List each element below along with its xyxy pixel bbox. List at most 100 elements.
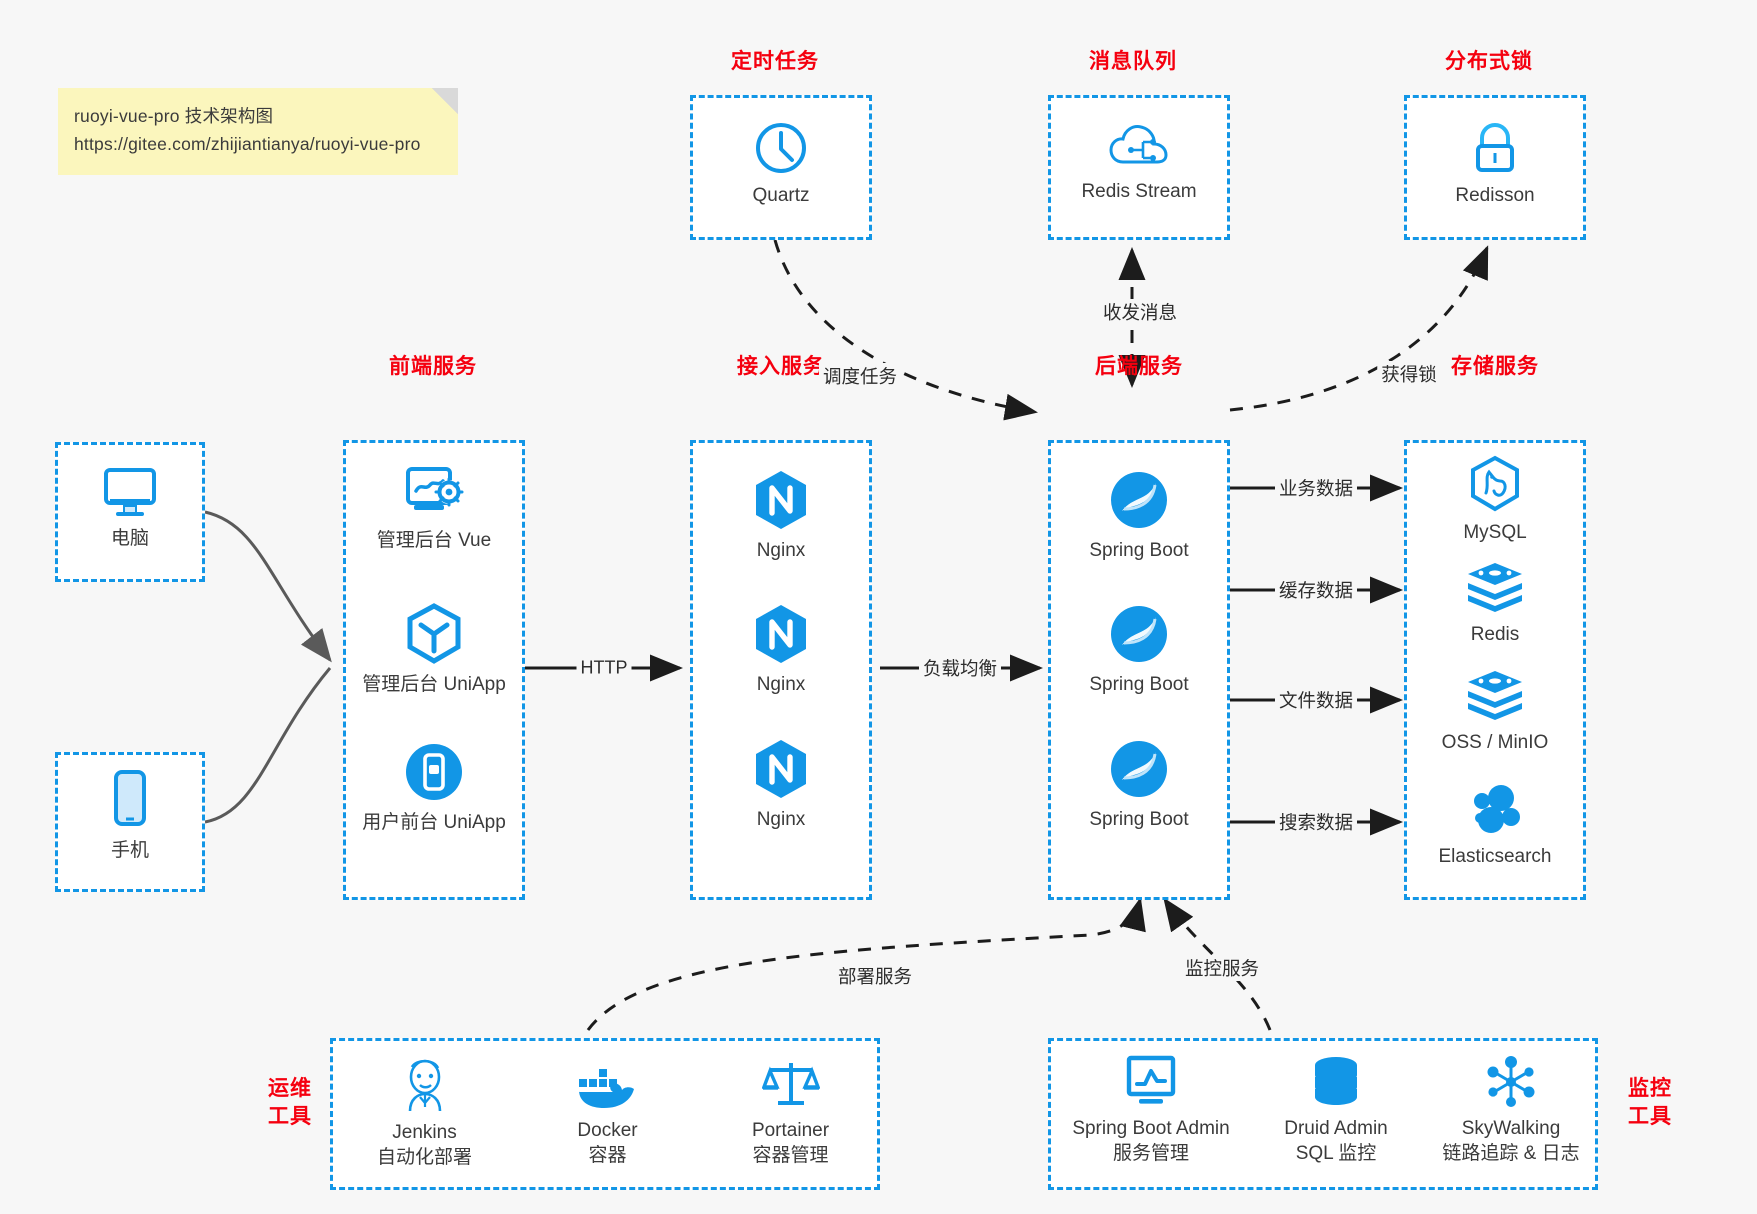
docker-whale-icon bbox=[578, 1069, 634, 1108]
edge-label-send-receive-message: 收发消息 bbox=[1098, 299, 1182, 325]
node-sublabel: 自动化部署 bbox=[376, 1147, 472, 1169]
node-label: 电脑 bbox=[110, 528, 149, 549]
node-druid-admin[interactable]: Druid Admin SQL 监控 bbox=[1251, 1055, 1421, 1166]
spring-boot-icon bbox=[1111, 606, 1167, 662]
node-label: Redisson bbox=[1455, 185, 1535, 206]
group-title-storage: 存储服务 bbox=[1451, 355, 1539, 378]
node-portainer[interactable]: Portainer 容器管理 bbox=[699, 1057, 882, 1168]
node-user-uniapp[interactable]: 用户前台 UniApp bbox=[346, 741, 522, 835]
edge-label-file-data: 文件数据 bbox=[1274, 687, 1358, 713]
nginx-icon bbox=[756, 740, 806, 798]
redis-stack-icon bbox=[1468, 563, 1522, 612]
jenkins-butler-icon bbox=[408, 1059, 441, 1112]
node-nginx-1[interactable]: Nginx bbox=[693, 469, 869, 563]
node-sublabel: 链路追踪 & 日志 bbox=[1442, 1143, 1580, 1165]
node-springboot-2[interactable]: Spring Boot bbox=[1051, 603, 1227, 697]
group-box-monitor-tools: Spring Boot Admin 服务管理 Druid Admin SQL 监… bbox=[1048, 1038, 1598, 1190]
node-label: 用户前台 UniApp bbox=[362, 812, 506, 833]
node-redis-stream[interactable]: Redis Stream bbox=[1051, 122, 1227, 204]
node-mysql[interactable]: MySQL bbox=[1407, 455, 1583, 545]
node-jenkins[interactable]: Jenkins 自动化部署 bbox=[333, 1057, 516, 1170]
devops-title-line2: 工具 bbox=[268, 1105, 312, 1129]
node-label: 手机 bbox=[110, 840, 149, 861]
node-label: Nginx bbox=[756, 540, 806, 561]
node-oss-minio[interactable]: OSS / MinIO bbox=[1407, 669, 1583, 755]
skywalking-topology-icon bbox=[1487, 1056, 1535, 1107]
note-title: ruoyi-vue-pro 技术架构图 bbox=[74, 106, 274, 126]
group-title-scheduled-task: 定时任务 bbox=[731, 50, 819, 73]
group-box-computer: 电脑 bbox=[55, 442, 205, 582]
note-url: https://gitee.com/zhijiantianya/ruoyi-vu… bbox=[74, 134, 421, 155]
node-skywalking[interactable]: SkyWalking 链路追踪 & 日志 bbox=[1421, 1055, 1601, 1166]
sticky-note: ruoyi-vue-pro 技术架构图 https://gitee.com/zh… bbox=[58, 88, 458, 175]
node-nginx-3[interactable]: Nginx bbox=[693, 738, 869, 832]
monitor-title-line1: 监控 bbox=[1628, 1077, 1672, 1100]
node-spring-boot-admin[interactable]: Spring Boot Admin 服务管理 bbox=[1051, 1055, 1251, 1166]
monitor-title-line2: 工具 bbox=[1628, 1105, 1672, 1129]
monitor-chart-icon bbox=[1126, 1055, 1176, 1104]
node-label: 管理后台 Vue bbox=[376, 530, 492, 551]
spring-boot-icon bbox=[1111, 741, 1167, 797]
group-title-monitor: 监控 工具 bbox=[1618, 1075, 1682, 1132]
object-storage-stack-icon bbox=[1468, 671, 1522, 720]
group-box-backend: Spring Boot Spring Boot Spring Boot bbox=[1048, 440, 1230, 900]
node-label: Elasticsearch bbox=[1438, 846, 1552, 867]
edge-label-load-balance: 负载均衡 bbox=[918, 655, 1002, 681]
portainer-scales-icon bbox=[761, 1063, 820, 1105]
node-quartz[interactable]: Quartz bbox=[693, 120, 869, 208]
node-label: Spring Boot bbox=[1089, 809, 1189, 830]
group-box-phone: 手机 bbox=[55, 752, 205, 892]
group-box-gateway: Nginx Nginx Nginx bbox=[690, 440, 872, 900]
cloud-network-icon bbox=[1109, 125, 1168, 164]
smartphone-icon bbox=[114, 770, 146, 826]
database-icon bbox=[1315, 1057, 1357, 1105]
nginx-icon bbox=[756, 605, 806, 663]
elasticsearch-icon bbox=[1474, 785, 1520, 833]
clock-icon bbox=[756, 123, 806, 173]
group-box-devops-tools: Jenkins 自动化部署 Docker 容器 bbox=[330, 1038, 880, 1190]
node-admin-uniapp[interactable]: 管理后台 UniApp bbox=[346, 603, 522, 697]
monitor-icon bbox=[104, 468, 156, 516]
group-title-message-queue: 消息队列 bbox=[1089, 50, 1177, 73]
group-box-message-queue: Redis Stream bbox=[1048, 95, 1230, 240]
mysql-icon bbox=[1471, 455, 1519, 512]
node-phone[interactable]: 手机 bbox=[58, 769, 202, 863]
node-label: Spring Boot Admin bbox=[1072, 1118, 1230, 1139]
node-label: Jenkins bbox=[392, 1122, 457, 1143]
lock-icon bbox=[1476, 123, 1514, 172]
edge-label-cache-data: 缓存数据 bbox=[1274, 577, 1358, 603]
nginx-icon bbox=[756, 471, 806, 529]
group-box-frontend: 管理后台 Vue 管理后台 UniApp 用户前台 UniApp bbox=[343, 440, 525, 900]
node-label: Druid Admin bbox=[1284, 1118, 1388, 1139]
devops-title-line1: 运维 bbox=[268, 1077, 312, 1100]
node-elasticsearch[interactable]: Elasticsearch bbox=[1407, 781, 1583, 869]
node-label: Quartz bbox=[752, 185, 810, 206]
node-admin-vue[interactable]: 管理后台 Vue bbox=[346, 465, 522, 553]
node-sublabel: 容器管理 bbox=[752, 1145, 829, 1167]
edge-label-monitor-service: 监控服务 bbox=[1180, 955, 1264, 981]
edge-label-acquire-lock: 获得锁 bbox=[1377, 361, 1441, 387]
dashboard-gear-icon bbox=[406, 467, 464, 510]
node-computer[interactable]: 电脑 bbox=[58, 465, 202, 551]
edge-label-deploy-service: 部署服务 bbox=[833, 963, 917, 989]
mobile-app-circle-icon bbox=[406, 744, 462, 800]
group-title-gateway: 接入服务 bbox=[737, 355, 825, 378]
node-label: Spring Boot bbox=[1089, 674, 1189, 695]
node-docker[interactable]: Docker 容器 bbox=[516, 1063, 699, 1168]
node-label: 管理后台 UniApp bbox=[362, 674, 506, 695]
node-sublabel: SQL 监控 bbox=[1295, 1143, 1377, 1165]
node-redisson[interactable]: Redisson bbox=[1407, 122, 1583, 208]
group-box-scheduled-task: Quartz bbox=[690, 95, 872, 240]
node-nginx-2[interactable]: Nginx bbox=[693, 603, 869, 697]
node-label: Redis bbox=[1470, 624, 1520, 645]
node-label: Portainer bbox=[751, 1120, 830, 1141]
node-sublabel: 容器 bbox=[588, 1145, 627, 1167]
group-box-storage: MySQL Redis OSS / MinIO bbox=[1404, 440, 1586, 900]
node-springboot-1[interactable]: Spring Boot bbox=[1051, 469, 1227, 563]
node-label: MySQL bbox=[1463, 522, 1527, 543]
group-title-frontend: 前端服务 bbox=[389, 355, 477, 378]
node-redis[interactable]: Redis bbox=[1407, 561, 1583, 647]
edge-label-search-data: 搜索数据 bbox=[1274, 809, 1358, 835]
node-springboot-3[interactable]: Spring Boot bbox=[1051, 738, 1227, 832]
